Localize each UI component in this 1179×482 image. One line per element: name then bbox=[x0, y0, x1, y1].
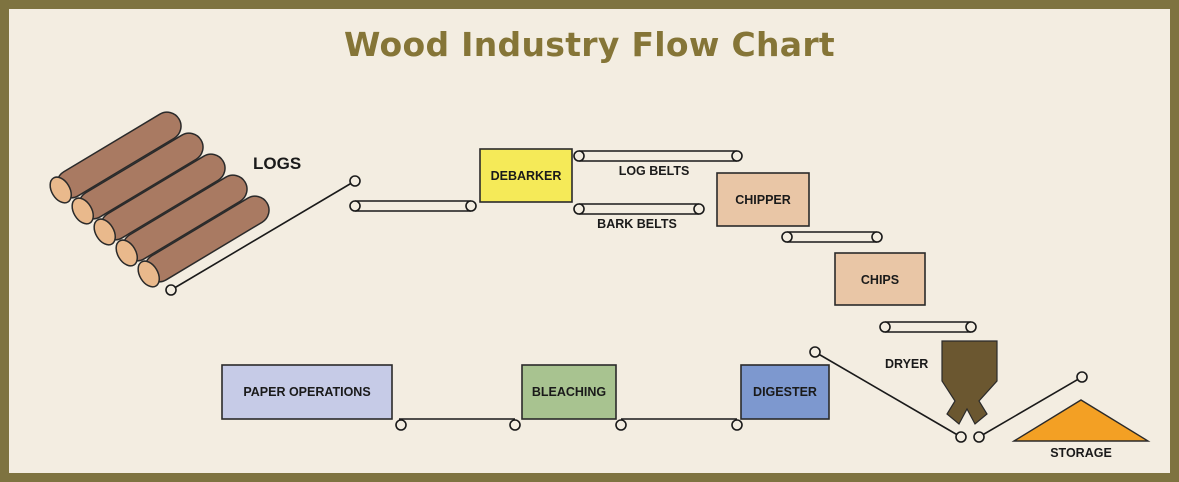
roller bbox=[965, 321, 977, 333]
log bbox=[93, 153, 226, 246]
flow-diagram: LOGS DEBARKER LOG BELTS BARK BELTS CHIPP… bbox=[49, 111, 1151, 460]
roller bbox=[395, 419, 407, 431]
storage-label: STORAGE bbox=[1050, 446, 1112, 460]
roller bbox=[809, 346, 821, 358]
chipper-label: CHIPPER bbox=[735, 193, 791, 207]
digester-incline-belt bbox=[814, 351, 962, 438]
roller bbox=[349, 200, 361, 212]
debarker-label: DEBARKER bbox=[491, 169, 562, 183]
roller bbox=[781, 231, 793, 243]
log bbox=[115, 174, 248, 267]
roller bbox=[871, 231, 883, 243]
roller bbox=[349, 175, 361, 187]
logs-label: LOGS bbox=[253, 154, 301, 173]
digester-box bbox=[740, 364, 830, 420]
roller bbox=[879, 321, 891, 333]
paper-operations-box bbox=[221, 364, 393, 420]
roller bbox=[973, 431, 985, 443]
roller bbox=[573, 203, 585, 215]
chips-label: CHIPS bbox=[861, 273, 899, 287]
log bbox=[71, 132, 204, 225]
dryer-label: DRYER bbox=[885, 357, 928, 371]
storage-incline-belt bbox=[978, 376, 1083, 438]
roller bbox=[1076, 371, 1088, 383]
roller bbox=[955, 431, 967, 443]
roller bbox=[731, 419, 743, 431]
digester-label: DIGESTER bbox=[753, 385, 817, 399]
diagram-title: Wood Industry Flow Chart bbox=[344, 25, 835, 64]
bleaching-box bbox=[521, 364, 617, 420]
log bbox=[49, 111, 182, 204]
storage-pile bbox=[1011, 399, 1151, 442]
roller bbox=[509, 419, 521, 431]
log bbox=[137, 195, 270, 288]
chipper-box bbox=[716, 172, 810, 227]
roller bbox=[731, 150, 743, 162]
logs-pile bbox=[49, 111, 270, 288]
bark-belts-label: BARK BELTS bbox=[597, 217, 677, 231]
roller bbox=[573, 150, 585, 162]
diagram-canvas: Wood Industry Flow Chart LOGS DEBARKER L… bbox=[9, 9, 1170, 473]
paper-operations-label: PAPER OPERATIONS bbox=[243, 385, 370, 399]
roller bbox=[693, 203, 705, 215]
bleaching-label: BLEACHING bbox=[532, 385, 606, 399]
log-incline-belt bbox=[170, 180, 356, 291]
log-belts-label: LOG BELTS bbox=[619, 164, 690, 178]
roller bbox=[465, 200, 477, 212]
chips-box bbox=[834, 252, 926, 306]
roller bbox=[615, 419, 627, 431]
debarker-box bbox=[479, 148, 573, 203]
roller bbox=[165, 284, 177, 296]
dryer-hopper bbox=[941, 340, 998, 425]
